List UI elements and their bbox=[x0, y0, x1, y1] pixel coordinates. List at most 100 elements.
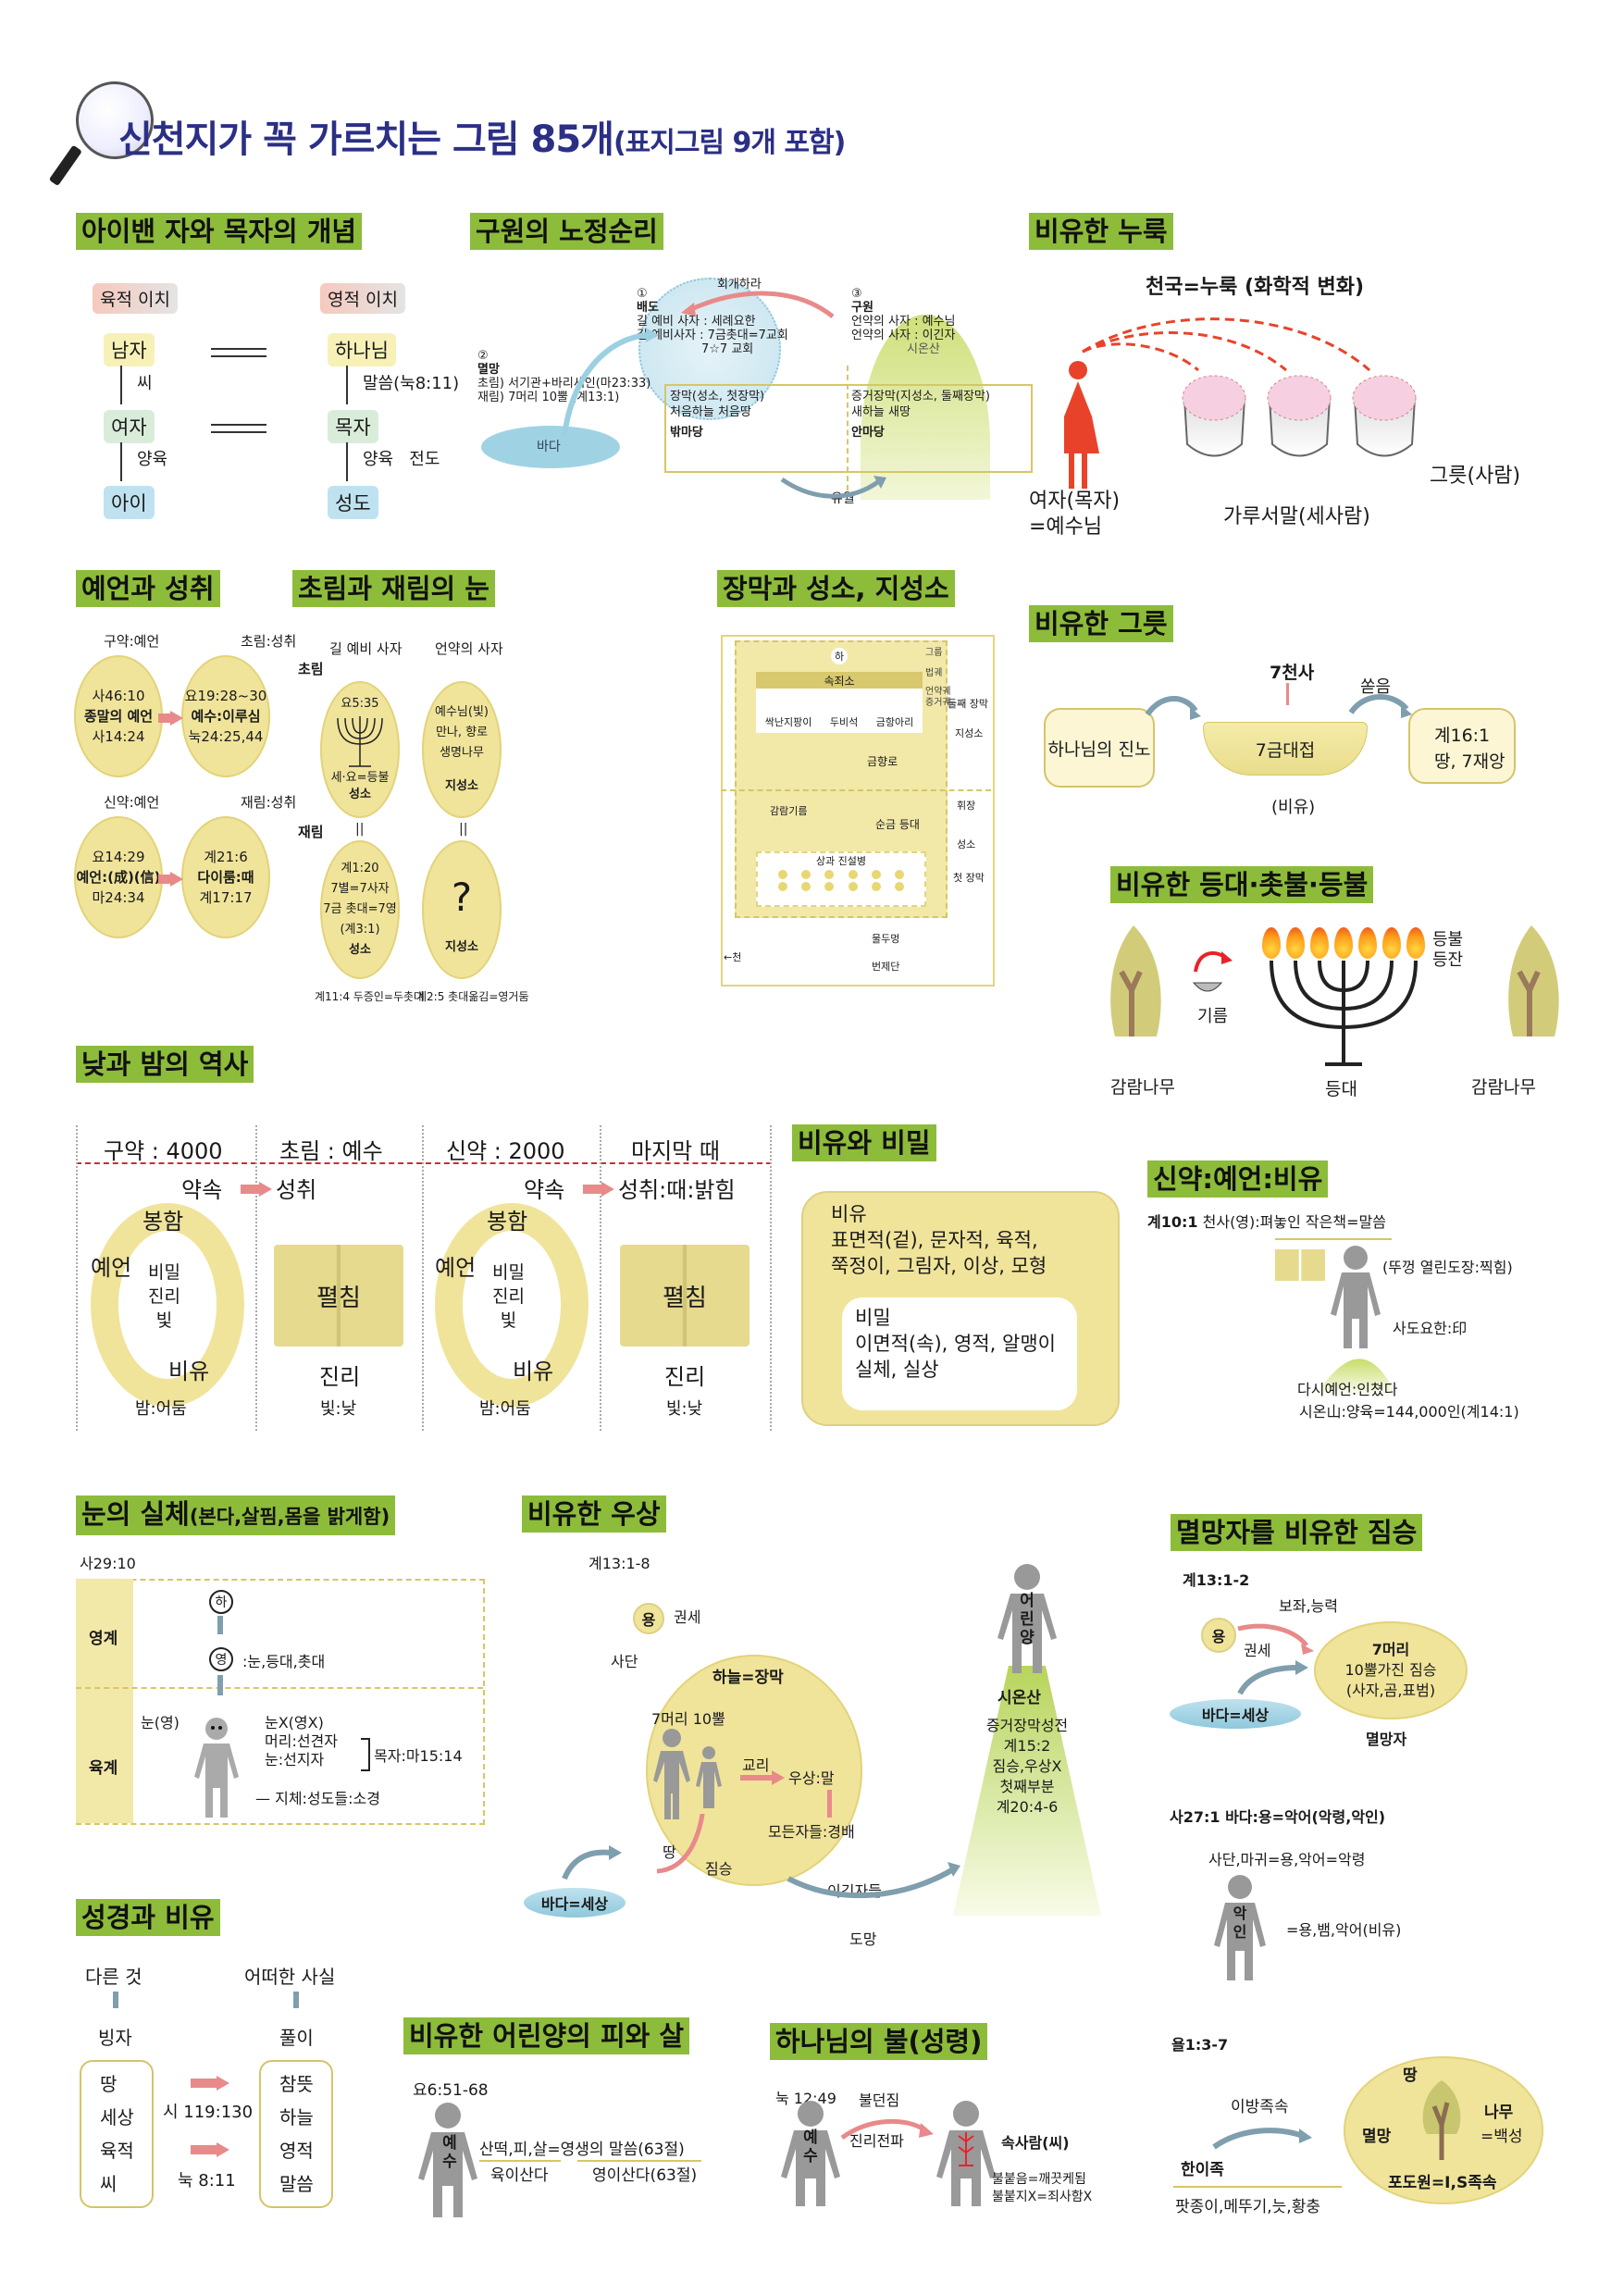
spirit-world-label: 영계 bbox=[89, 1630, 118, 1648]
col-label: 길 예비 사자 bbox=[329, 640, 403, 657]
tribe-arrow-icon bbox=[1212, 2128, 1312, 2150]
underline bbox=[577, 2160, 701, 2162]
repent-label: 회개하라 bbox=[717, 278, 762, 292]
word-label: 말씀(눅8:11) bbox=[363, 374, 460, 393]
isaiah-ref: 사27:1 바다:용=악어(악령,악인) bbox=[1170, 1808, 1386, 1826]
destruction-label: 멸망 bbox=[1362, 2128, 1392, 2146]
arrow-right-icon bbox=[241, 1185, 261, 1194]
lamb-on-zion-icon bbox=[953, 1564, 1101, 1916]
john-label: 사도요한:印 bbox=[1393, 1320, 1468, 1337]
parable-label: 비유 bbox=[513, 1359, 554, 1384]
underline bbox=[1173, 2186, 1342, 2188]
arrow-down-icon bbox=[217, 1616, 223, 1634]
eye-no-spirit-label: 눈X(영X) bbox=[265, 1714, 324, 1731]
period-last-days: 마지막 때 bbox=[631, 1138, 720, 1164]
god-wrath-box: 하나님의 진노 bbox=[1044, 708, 1155, 788]
inner-man-figure-icon bbox=[936, 2101, 996, 2206]
olive-tree-label-left: 감람나무 bbox=[1110, 1077, 1175, 1098]
bread-word-line: 산떡,피,살=영생의 말씀(63절) bbox=[479, 2141, 685, 2159]
authority-label: 권세 bbox=[674, 1608, 701, 1626]
god-circle-icon: 하 bbox=[209, 1590, 233, 1614]
section-header-salvation-path: 구원의 노정순리 bbox=[470, 213, 663, 250]
underline bbox=[1275, 1238, 1392, 1240]
satan-line: 사단,마귀=용,악어=악령 bbox=[1208, 1851, 1366, 1868]
showbread-table: 상과 진설병 bbox=[756, 851, 926, 907]
child-node: 아이 bbox=[104, 486, 155, 519]
sea-world-ellipse: 바다=세상 bbox=[1170, 1699, 1301, 1729]
divider bbox=[255, 1125, 257, 1431]
caption: 구약:예언 bbox=[104, 633, 160, 650]
tree-label: 나무 bbox=[1484, 2104, 1514, 2122]
satan-label: 사단 bbox=[611, 1653, 638, 1670]
flame-icon bbox=[1262, 927, 1281, 959]
jesus-figure-icon bbox=[781, 2101, 840, 2206]
ref-label: 눅 12:49 bbox=[775, 2090, 836, 2107]
open-book: 펼침 bbox=[620, 1245, 750, 1347]
col-label: 언약의 사자 bbox=[435, 640, 503, 657]
divider bbox=[600, 1125, 601, 1431]
arrow-down-icon bbox=[1286, 683, 1289, 705]
lampstand-illustration-icon bbox=[1110, 925, 1559, 1066]
beast-arrows-icon bbox=[1237, 1623, 1314, 1695]
god-circle: 하 bbox=[831, 648, 848, 664]
ref-label: 요6:51-68 bbox=[413, 2081, 489, 2100]
section-header-parable-secret: 비유와 비밀 bbox=[792, 1124, 936, 1161]
golden-bowl: 7금대접 bbox=[1203, 722, 1368, 776]
section-header-nt-prophecy: 신약:예언:비유 bbox=[1147, 1160, 1329, 1198]
pour-label: 쏟음 bbox=[1360, 677, 1392, 697]
olive-tree-label-right: 감람나무 bbox=[1471, 1077, 1536, 1098]
lampstand-label: 등대 bbox=[1325, 1079, 1357, 1099]
flour-label: 가루서말(세사람) bbox=[1223, 505, 1370, 528]
idol-arrows-icon bbox=[562, 1814, 960, 1899]
authority-label: 권세 bbox=[1244, 1642, 1271, 1659]
arrow-down-icon bbox=[293, 1992, 299, 2008]
evil-equals-label: =용,뱀,악어(비유) bbox=[1286, 1921, 1402, 1939]
seven-angels-label: 7천사 bbox=[1270, 663, 1315, 683]
flame-icon bbox=[1382, 927, 1401, 959]
promise-label: 약속 bbox=[524, 1177, 565, 1203]
day-label: 빛:낮 bbox=[666, 1399, 703, 1419]
spiritual-principle-label: 영적 이치 bbox=[320, 283, 405, 314]
second-veil-label: 둘째 장막 bbox=[948, 698, 988, 710]
arrow-right-icon bbox=[583, 1185, 603, 1194]
day-label: 빛:낮 bbox=[320, 1399, 357, 1419]
beast-figures-icon bbox=[653, 1729, 722, 1819]
idol-label: 우상:말 bbox=[788, 1769, 835, 1787]
truth-label: 진리 bbox=[319, 1364, 361, 1390]
land-label: 땅 bbox=[1403, 2066, 1418, 2085]
ref-label: 계13:1-8 bbox=[588, 1555, 650, 1572]
section-header-destroyer-beast: 멸망자를 비유한 짐승 bbox=[1171, 1514, 1423, 1551]
gate-label: ←천 bbox=[724, 951, 742, 963]
section-header-conception: 아이밴 자와 목자의 개념 bbox=[76, 213, 363, 250]
sea-label: 바다 bbox=[537, 440, 561, 454]
fulfill-label: 성취 bbox=[276, 1177, 317, 1203]
woman-label: 여자(목자)=예수님 bbox=[1029, 490, 1121, 539]
holy-place-label: 성소 bbox=[957, 838, 976, 850]
dragon-circle: 용 bbox=[1201, 1618, 1236, 1653]
flee-label: 도망 bbox=[849, 1930, 877, 1948]
spirit-desc: :눈,등대,촛대 bbox=[242, 1653, 326, 1670]
mercy-seat: 속죄소 bbox=[756, 672, 923, 689]
beast-label: 짐승 bbox=[705, 1860, 733, 1878]
evil-person-label: 악인 bbox=[1233, 1905, 1247, 1941]
joel-ref: 욜1:3-7 bbox=[1171, 2036, 1229, 2054]
god-node: 하나님 bbox=[328, 333, 396, 366]
flame-icon bbox=[1286, 927, 1305, 959]
period-old-testament: 구약 : 4000 bbox=[104, 1138, 223, 1164]
section-header-idol: 비유한 우상 bbox=[522, 1496, 666, 1533]
first-veil-label: 첫 장막 bbox=[953, 872, 985, 884]
period-first-coming: 초림 : 예수 bbox=[279, 1138, 383, 1164]
arrow-down-icon bbox=[217, 1675, 223, 1695]
ref-label: 사29:10 bbox=[80, 1555, 136, 1572]
flame-icon bbox=[1406, 927, 1425, 959]
zion-label: 시온산 bbox=[997, 1689, 1041, 1707]
jesus-label: 예수 bbox=[442, 2134, 457, 2171]
saint-node: 성도 bbox=[328, 486, 378, 519]
